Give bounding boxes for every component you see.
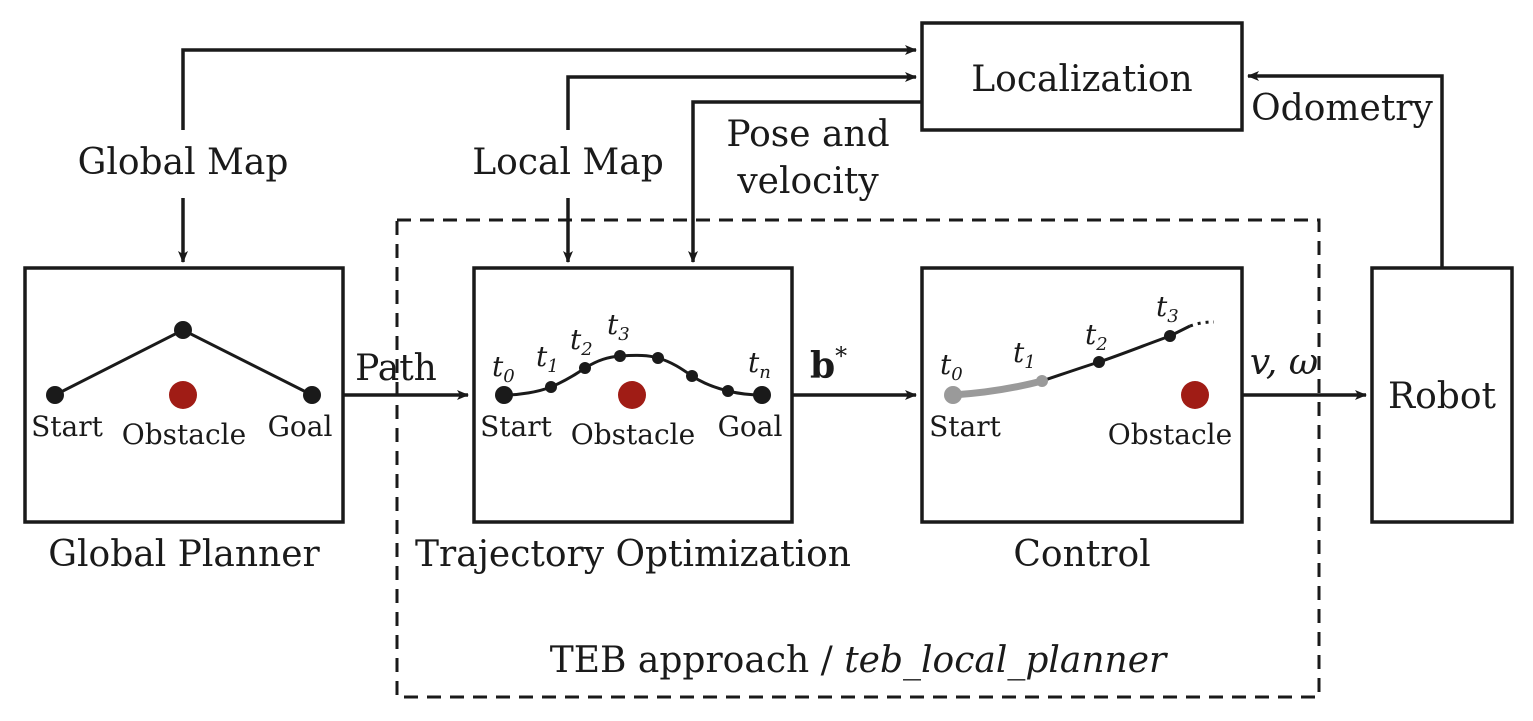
global-map-label: Global Map (78, 142, 289, 183)
teb-caption: TEB approach / teb_local_planner (550, 640, 1168, 681)
ctrl-t0-label: t0 (940, 348, 963, 385)
ctrl-obstacle (1181, 381, 1209, 409)
teb-region (395, 218, 1321, 699)
to-tn-point (753, 386, 771, 404)
to-t6-point (722, 385, 734, 397)
gp-obstacle-label: Obstacle (122, 418, 246, 451)
gp-start-point (46, 386, 64, 404)
to-t3-label: t3 (607, 308, 630, 345)
gp-start-label: Start (31, 410, 104, 443)
local-map-to-localization-arrow (566, 72, 917, 130)
control-trajectory-curve (1041, 324, 1191, 383)
to-t1-label: t1 (536, 340, 559, 377)
global-map-to-localization-arrow (181, 45, 917, 130)
odometry-label: Odometry (1251, 88, 1433, 129)
to-t0-point (495, 386, 513, 404)
ctrl-t2-point (1093, 356, 1105, 368)
pose-velocity-label-line1: Pose and (726, 114, 889, 155)
control-trajectory-continuation (1189, 320, 1215, 328)
robot-label: Robot (1388, 376, 1496, 417)
to-goal-label: Goal (718, 410, 783, 443)
ctrl-obstacle-label: Obstacle (1108, 418, 1232, 451)
pose-velocity-arrow (688, 100, 922, 263)
to-t0-label: t0 (492, 350, 515, 387)
executed-segment (949, 377, 1046, 399)
ctrl-t3-label: t3 (1156, 290, 1179, 327)
ctrl-t1-label: t1 (1013, 336, 1036, 373)
global-planner-caption: Global Planner (48, 534, 320, 575)
to-t2-point (579, 362, 591, 374)
odometry-arrow (1247, 71, 1444, 267)
ctrl-start-label: Start (929, 410, 1002, 443)
to-obstacle (618, 381, 646, 409)
control-caption: Control (1013, 534, 1150, 575)
to-t3-point (614, 350, 626, 362)
to-obstacle-label: Obstacle (571, 418, 695, 451)
to-t1-point (545, 381, 557, 393)
trajectory-optimization-caption: Trajectory Optimization (415, 534, 851, 575)
to-t5-point (686, 370, 698, 382)
localization-label: Localization (971, 59, 1193, 100)
ctrl-t1-point (1036, 375, 1048, 387)
to-start-label: Start (480, 410, 553, 443)
to-t4-point (652, 352, 664, 364)
ctrl-t3-point (1164, 330, 1176, 342)
v-omega-label: v, ω (1250, 342, 1318, 383)
local-map-label: Local Map (472, 142, 664, 183)
gp-waypoint (174, 321, 192, 339)
ctrl-t2-label: t2 (1085, 318, 1108, 355)
gp-goal-label: Goal (268, 410, 333, 443)
localization-box (920, 21, 1244, 132)
path-label: Path (355, 348, 437, 389)
gp-goal-point (303, 386, 321, 404)
to-t2-label: t2 (570, 323, 593, 360)
pose-velocity-label-line2: velocity (736, 161, 879, 202)
ctrl-t0-point (944, 386, 962, 404)
to-tn-label: tn (748, 346, 771, 383)
b-star-label: b* (810, 342, 847, 387)
robot-box (1370, 266, 1514, 524)
gp-obstacle (169, 381, 197, 409)
